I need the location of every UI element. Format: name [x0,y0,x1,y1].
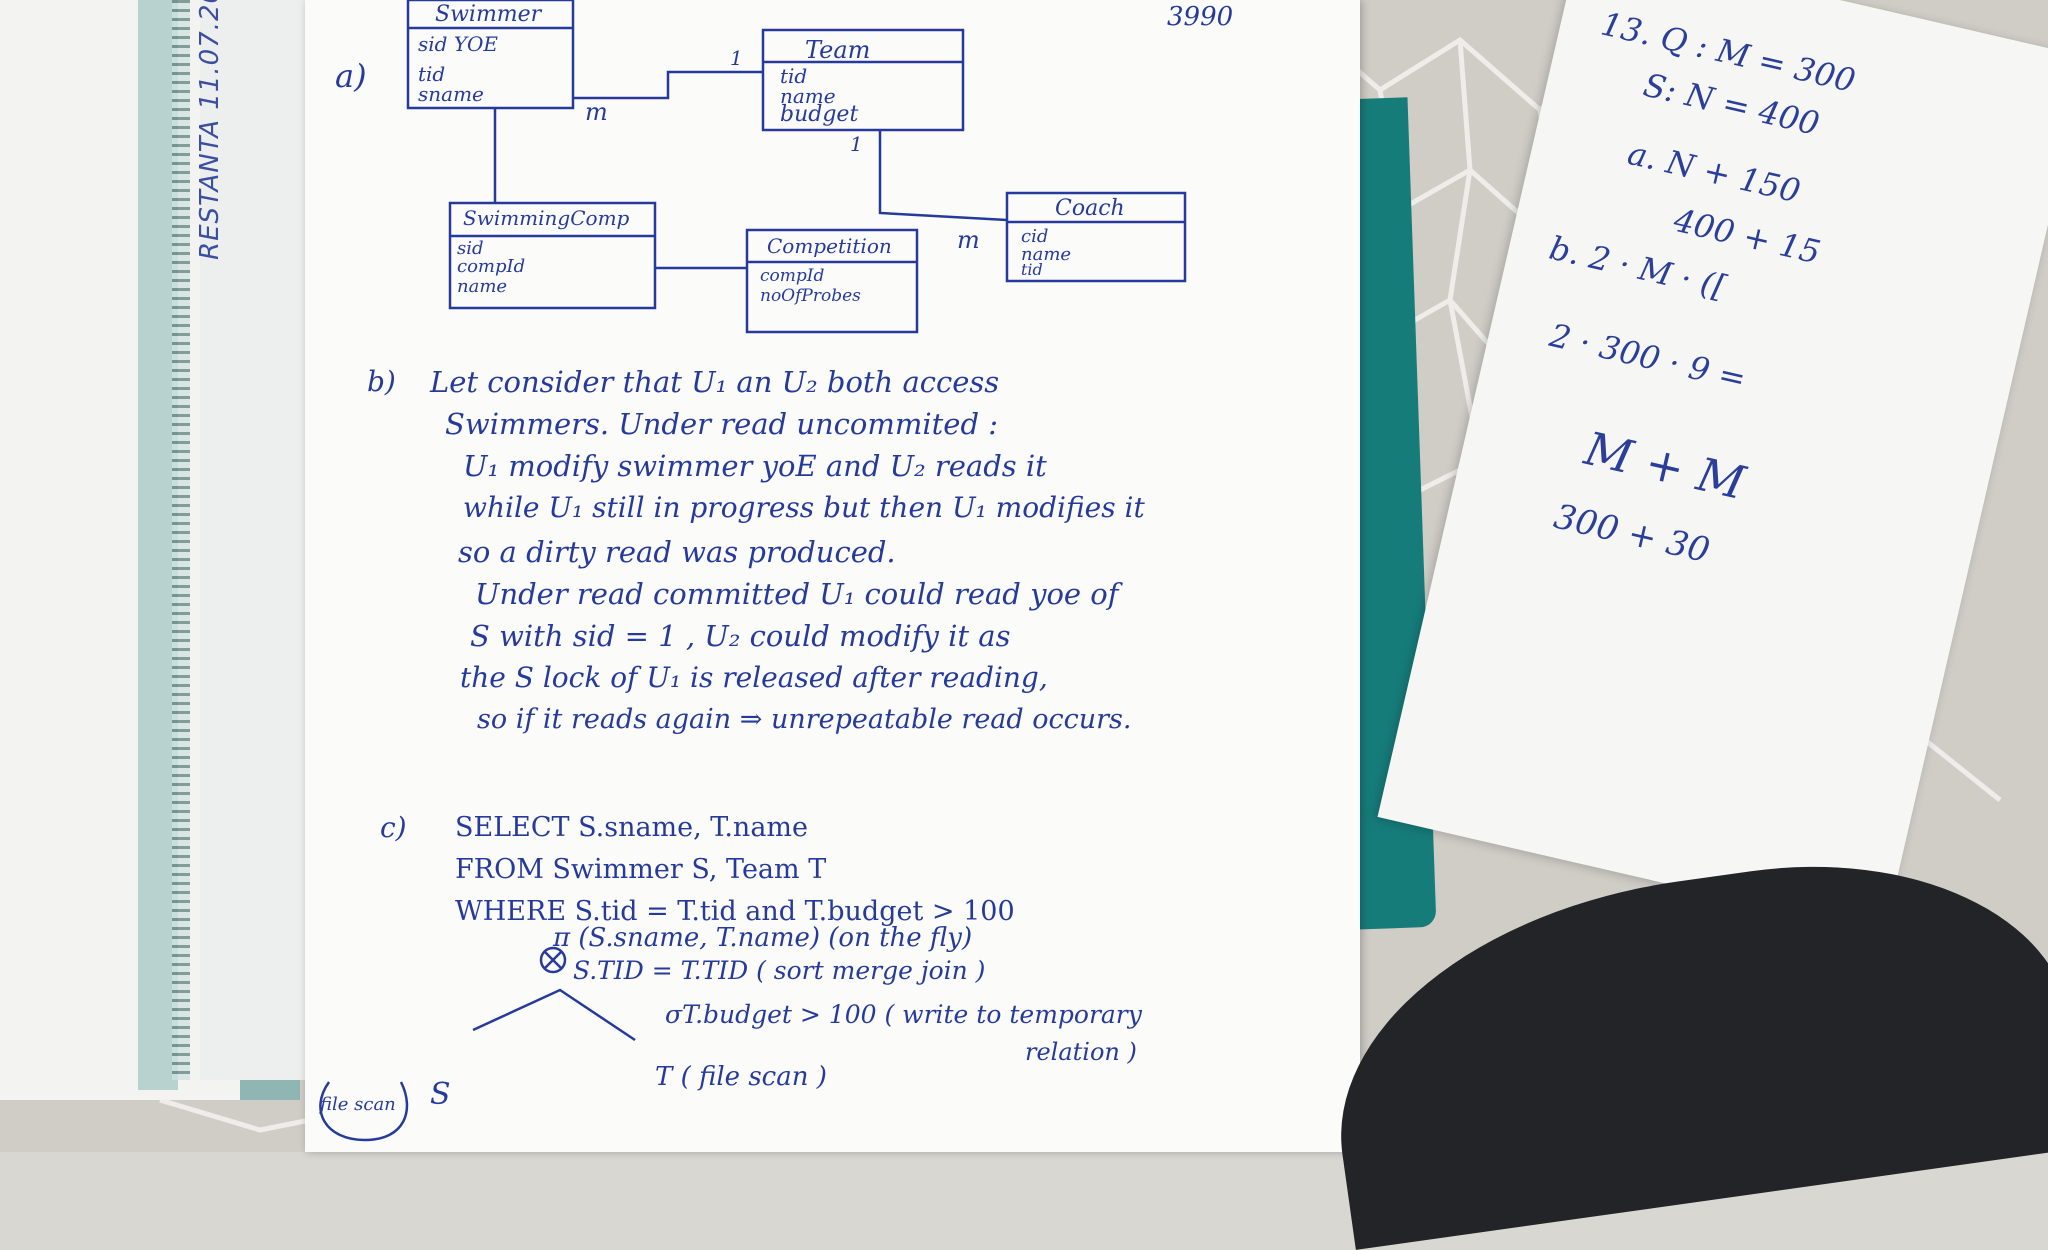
right-line-3: a. N + 150 [1624,133,1804,211]
card-team-coach-one: 1 [850,132,863,156]
er-diagram-lines [319,0,1187,1142]
entity-swimmer-title: Swimmer [435,2,542,27]
part-c-label: c) [380,811,407,844]
card-swimmer-team-many: m [585,98,608,126]
plan-selection-note: relation ) [1025,1038,1137,1066]
entity-team-attr-1: tid [780,64,808,88]
binder-page-right [200,0,310,1080]
sql-from-line: FROM Swimmer S, Team T [455,854,827,885]
entity-team-title: Team [805,36,871,64]
plan-leaf-swimmer: S [430,1077,451,1112]
entity-swimmingcomp-attr-3: name [457,276,508,297]
part-b-line-4: while U₁ still in progress but then U₁ m… [463,491,1145,524]
entity-swimmer-attr-3: sname [418,82,484,106]
entity-coach-attr-3: tid [1021,260,1043,279]
right-line-4: 400 + 15 [1670,200,1824,272]
right-line-6: 2 · 300 · 9 = [1546,315,1750,398]
entity-swimmer-attr-2: tid [418,62,446,86]
right-line-7: M + M [1579,421,1750,511]
entity-swimmingcomp-attr-2: compId [457,256,526,277]
part-b-line-7: S with sid = 1 , U₂ could modify it as [470,619,1011,653]
entity-coach-title: Coach [1055,196,1125,221]
entity-swimmingcomp-title: SwimmingComp [463,206,630,230]
entity-swimmingcomp-attr-1: sid [457,238,484,259]
plan-projection: π (S.sname, T.name) (on the fly) [553,923,973,953]
sql-select-line: SELECT S.sname, T.name [455,812,808,843]
side-note-restanta: RESTANTA 11.07.20 [195,0,225,260]
card-swimmer-team-one: 1 [730,46,743,70]
part-b-line-3: U₁ modify swimmer yoE and U₂ reads it [463,449,1047,483]
card-coach-many: m [957,226,980,254]
entity-competition-attr-1: compId [760,266,825,286]
part-b-line-1: Let consider that U₁ an U₂ both access [430,365,1000,399]
entity-coach-attr-1: cid [1021,226,1049,247]
plan-selection: σT.budget > 100 ( write to temporary [665,1000,1142,1029]
sql-where-line: WHERE S.tid = T.tid and T.budget > 100 [455,896,1015,927]
right-line-8: 300 + 30 [1550,496,1714,572]
entity-swimmer-attr-1: sid YOE [418,32,499,56]
entity-competition-attr-2: noOfProbes [760,286,861,306]
plan-join: S.TID = T.TID ( sort merge join ) [573,956,986,985]
main-paper-sheet: Swimmer sid YOE tid sname Team tid name … [305,0,1360,1152]
part-b-line-6: Under read committed U₁ could read yoe o… [475,577,1119,611]
part-b-line-2: Swimmers. Under read uncommited : [445,407,999,441]
part-b-line-9: so if it reads again ⇒ unrepeatable read… [477,704,1132,735]
entity-competition-title: Competition [767,234,892,258]
binder-sleeve-edge [172,0,190,1080]
page-number: 3990 [1167,2,1234,32]
part-b-line-5: so a dirty read was produced. [458,535,896,569]
entity-coach-attr-2: name [1021,244,1072,265]
binder-spine [138,0,178,1090]
part-b-label: b) [367,365,396,398]
entity-team-attr-3: budget [780,102,859,127]
binder-folder: RESTANTA 11.07.20 [0,0,310,1100]
part-a-label: a) [335,57,367,95]
part-b-line-8: the S lock of U₁ is released after readi… [460,661,1048,694]
entity-team-attr-2: name [780,84,836,108]
plan-team-scan: T ( file scan ) [655,1062,827,1092]
plan-leaf-swimmer-note: file scan [320,1094,396,1115]
